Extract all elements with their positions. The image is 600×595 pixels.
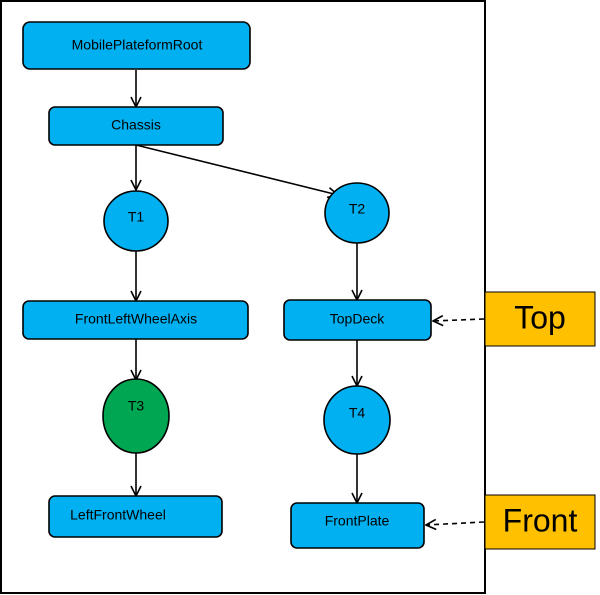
node-t2-label: T2 [349, 201, 366, 217]
tag-top-label: Top [514, 299, 566, 335]
edge-chassis-t2 [135, 144, 338, 195]
edge-top-tag-topdeck [433, 319, 485, 321]
node-left-front-wheel[interactable]: LeftFrontWheel [48, 495, 223, 538]
edges [135, 70, 485, 525]
node-t1[interactable]: T1 [103, 190, 169, 252]
tag-front-label: Front [503, 502, 578, 538]
node-t2[interactable]: T2 [324, 182, 390, 244]
edge-front-tag-front-plate [426, 522, 485, 525]
node-t3-label: T3 [128, 398, 145, 414]
tag-front[interactable]: Front [484, 494, 596, 550]
tag-top[interactable]: Top [484, 291, 596, 347]
node-front-plate[interactable]: FrontPlate [290, 502, 425, 549]
node-root[interactable]: MobilePlateformRoot [22, 21, 251, 70]
node-chassis-label: Chassis [111, 117, 161, 133]
node-front-left-wheel-axis-label: FrontLeftWheelAxis [75, 311, 197, 327]
node-chassis[interactable]: Chassis [48, 106, 224, 146]
node-topdeck-label: TopDeck [330, 311, 385, 327]
node-t4[interactable]: T4 [323, 385, 391, 455]
node-root-label: MobilePlateformRoot [72, 37, 203, 53]
node-t3[interactable]: T3 [102, 378, 170, 454]
node-t4-label: T4 [349, 405, 366, 421]
node-front-plate-label: FrontPlate [325, 513, 390, 529]
node-topdeck[interactable]: TopDeck [283, 299, 432, 341]
node-t1-label: T1 [128, 209, 145, 225]
node-front-left-wheel-axis[interactable]: FrontLeftWheelAxis [22, 300, 249, 340]
node-left-front-wheel-label: LeftFrontWheel [70, 507, 166, 523]
